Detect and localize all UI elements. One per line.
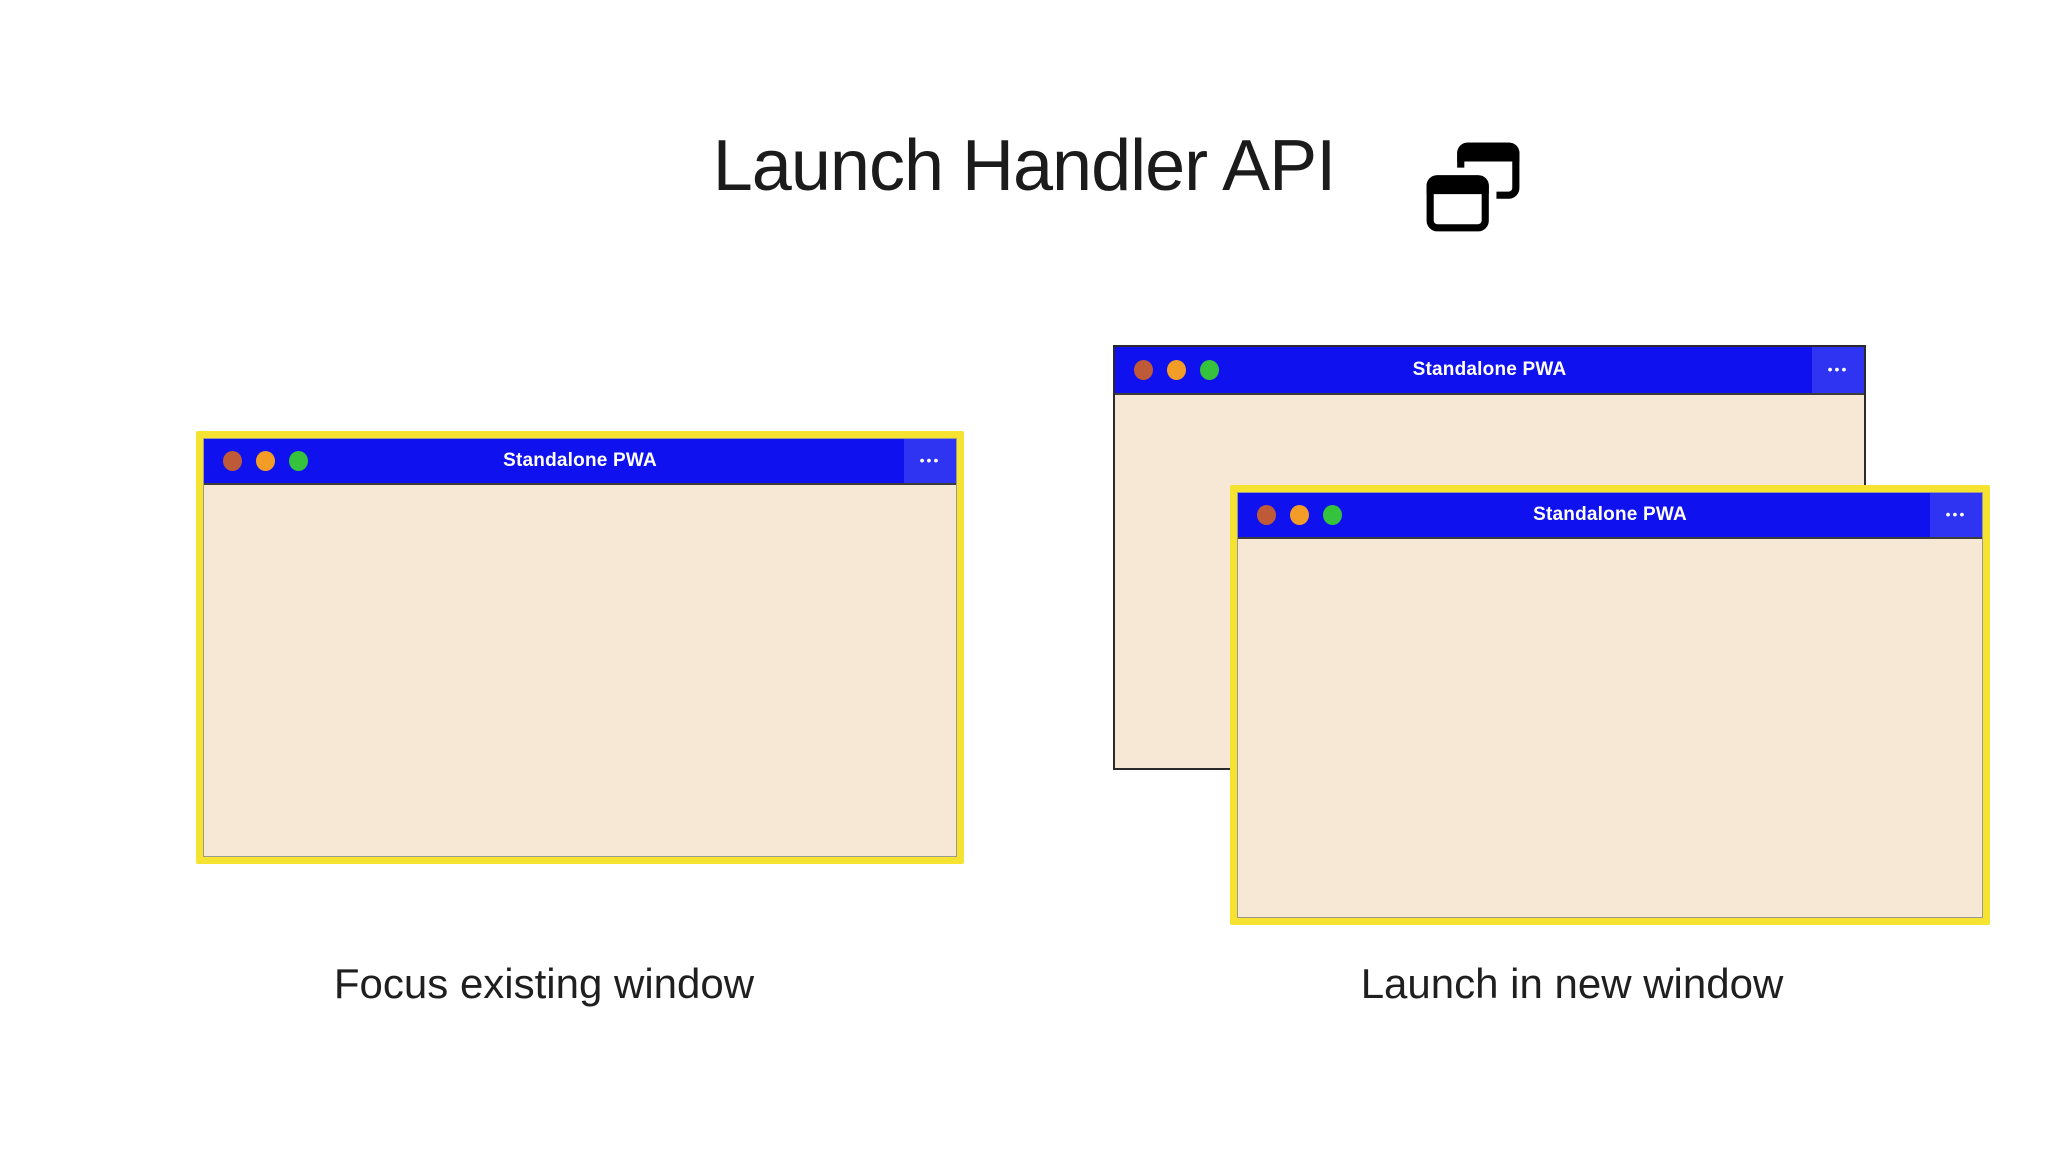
overlapping-windows-icon <box>1422 142 1520 236</box>
overflow-menu-button[interactable]: ••• <box>904 439 956 483</box>
overflow-menu-button[interactable]: ••• <box>1812 347 1864 393</box>
window-titlebar: Standalone PWA ••• <box>1115 347 1864 395</box>
caption-launch-new: Launch in new window <box>1360 960 1784 1007</box>
minimize-button-dot[interactable] <box>256 451 275 471</box>
ellipsis-icon: ••• <box>919 452 941 468</box>
window-content <box>1238 539 1982 917</box>
window-content <box>204 485 956 856</box>
maximize-button-dot[interactable] <box>1200 360 1219 380</box>
close-button-dot[interactable] <box>223 451 242 471</box>
window-title: Standalone PWA <box>1412 359 1567 380</box>
ellipsis-icon: ••• <box>1945 506 1967 522</box>
overflow-menu-button[interactable]: ••• <box>1930 493 1982 537</box>
ellipsis-icon: ••• <box>1827 361 1849 377</box>
close-button-dot[interactable] <box>1257 505 1276 525</box>
window-frame: Standalone PWA ••• <box>203 438 957 857</box>
minimize-button-dot[interactable] <box>1167 360 1186 380</box>
window-title: Standalone PWA <box>1533 504 1687 525</box>
window-title: Standalone PWA <box>503 450 657 471</box>
window-frame: Standalone PWA ••• <box>1237 492 1983 918</box>
window-controls <box>1134 347 1219 393</box>
window-controls <box>223 439 308 483</box>
window-titlebar: Standalone PWA ••• <box>204 439 956 485</box>
window-titlebar: Standalone PWA ••• <box>1238 493 1982 539</box>
window-controls <box>1257 493 1342 537</box>
maximize-button-dot[interactable] <box>289 451 308 471</box>
focused-pwa-window: Standalone PWA ••• <box>196 431 964 864</box>
caption-focus-existing: Focus existing window <box>333 960 755 1007</box>
new-pwa-window: Standalone PWA ••• <box>1230 485 1990 925</box>
close-button-dot[interactable] <box>1134 360 1153 380</box>
minimize-button-dot[interactable] <box>1290 505 1309 525</box>
maximize-button-dot[interactable] <box>1323 505 1342 525</box>
page-title: Launch Handler API <box>712 126 1336 206</box>
